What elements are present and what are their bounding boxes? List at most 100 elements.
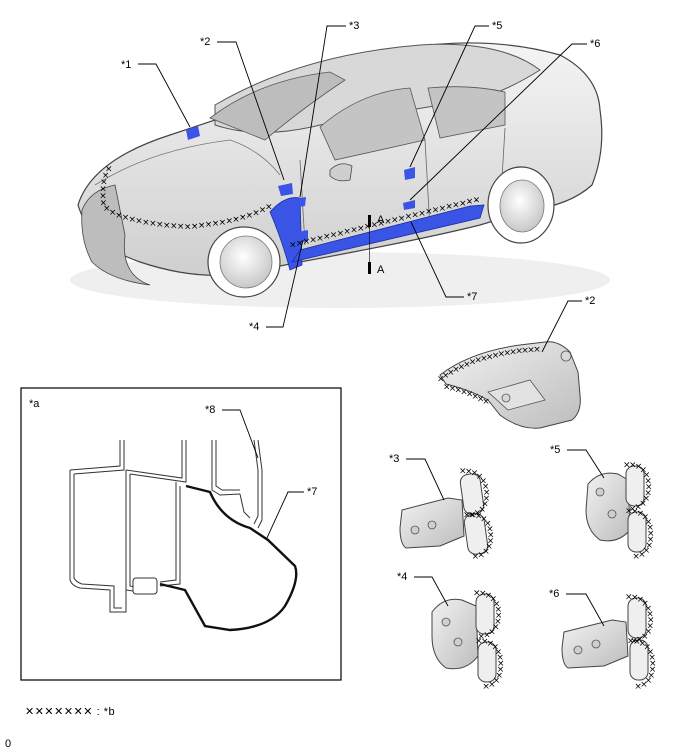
sealer-x-mark: × [135,217,143,227]
panel-section-lines [69,439,298,632]
part-sealer-x-marks: ×××××××××××××××××××××××× [473,589,505,693]
sealer-x-mark: × [633,637,641,647]
legend-label: *b [103,706,116,718]
sealer-x-mark: × [643,494,651,504]
sealer-x-mark: × [640,466,648,476]
sealer-x-mark: × [100,178,108,188]
sealer-x-mark: × [142,218,150,228]
sealer-x-mark: × [418,209,426,219]
sealer-x-mark: × [482,482,490,492]
callout-3: *3 [349,20,359,32]
sealer-x-mark: × [498,350,506,360]
sealer-x-mark: × [631,593,639,603]
sealer-x-mark: × [488,680,496,690]
sealer-x-mark: × [452,365,460,375]
sealer-x-mark: × [350,226,358,236]
sealer-x-mark: × [647,535,655,545]
callout-6: *6 [590,38,600,50]
sealer-x-mark: × [647,647,655,657]
sealer-x-mark: × [398,214,406,224]
sealer-x-mark: × [439,204,447,214]
sealer-x-mark: × [481,500,489,510]
sealer-x-mark: × [384,217,392,227]
sealer-x-mark: × [323,232,331,242]
section-label-top: A [377,214,385,226]
sealer-x-mark: × [476,472,484,482]
callout-2: *2 [200,36,210,48]
part-label-4: *4 [397,571,407,583]
callout-7-section: *7 [307,486,317,498]
sealer-x-mark: × [641,512,649,522]
sealer-x-mark: × [371,221,379,231]
sealer-x-mark: × [191,222,199,232]
sealer-x-mark: × [469,358,477,368]
sealer-x-mark: × [437,375,445,385]
sealer-x-mark: × [177,222,185,232]
sealer-x-mark: × [495,605,503,615]
sealer-x-mark: × [149,219,157,229]
part-3-door-hinge: *3 ×××××××××××××××××××××××× [389,453,494,562]
sealer-x-mark: × [486,352,494,362]
vehicle-illustration: ××××××××××××××××××××××××××××××××××××××××… [70,42,610,308]
sealer-x-mark: × [478,505,486,515]
sealer-x-mark: × [184,222,192,232]
sealer-x-mark: × [482,547,490,557]
sealer-x-mark: × [625,593,633,603]
sealer-x-mark: × [503,348,511,358]
sealer-x-mark: × [252,208,260,218]
sealer-x-mark: × [475,512,483,522]
sealer-x-mark: × [630,636,638,646]
sealer-x-mark: × [647,671,655,681]
sealer-x-mark: × [455,386,463,396]
sealer-x-mark: × [468,510,476,520]
sealer-x-mark: × [645,676,653,686]
sealer-x-mark: × [493,599,501,609]
sealer-x-mark: × [343,227,351,237]
callout-a: *a [29,398,40,410]
sealer-x-mark: × [482,682,490,692]
sealer-x-mark: × [643,471,651,481]
section-a-marker: A A [368,214,385,276]
part-5-door-hinge: *5 ×××××××××××××××××××××××× [550,444,655,562]
sealer-x-mark: × [205,220,213,230]
sealer-x-mark: × [391,216,399,226]
sealer-x-mark: × [644,476,652,486]
sealer-x-mark: × [109,208,117,218]
sealer-x-mark: × [115,211,123,221]
sealer-x-mark: × [649,659,657,669]
sealer-x-mark: × [493,676,501,686]
part-sealer-x-marks: ×××××××××××××××××××××××××× [437,345,541,407]
sealer-x-mark: × [480,354,488,364]
sealer-x-mark: × [357,224,365,234]
sealer-x-mark: × [432,206,440,216]
figure-id: 0 [5,738,12,750]
sealer-x-mark: × [489,594,497,604]
sealer-x-mark: × [486,524,494,534]
sealer-x-mark: × [289,241,297,251]
sealer-x-mark: × [644,604,652,614]
sealer-x-mark: × [646,523,654,533]
sealer-x-mark: × [466,390,474,400]
sealer-x-mark: × [463,360,471,370]
sealer-x-mark: × [482,397,490,407]
sealer-x-mark: × [643,546,651,556]
sealer-x-mark: × [487,536,495,546]
sealer-x-mark: × [647,529,655,539]
sealer-x-mark: × [475,637,483,647]
sealer-x-mark: × [623,461,631,471]
section-label-bottom: A [377,264,385,276]
sealer-x-mark: × [639,639,647,649]
sealer-x-mark: × [631,507,639,517]
sealer-x-mark: × [509,348,517,358]
sealer-x-mark: × [643,642,651,652]
sealer-x-mark: × [485,591,493,601]
sealer-x-mark: × [460,388,468,398]
sealer-x-mark: × [645,482,653,492]
sealer-x-mark: × [480,514,488,524]
legend-sealer-symbol: ✕✕✕✕✕✕✕ [25,706,94,718]
part-4-door-hinge: *4 ×××××××××××××××××××××××× [397,571,505,692]
sealer-x-marks: ××××××××××××××××××××××××××××××××××××××××… [99,165,480,251]
section-a-view: *a *8 *7 [20,387,342,681]
sealer-x-mark: × [645,541,653,551]
sealer-x-mark: × [495,611,503,621]
